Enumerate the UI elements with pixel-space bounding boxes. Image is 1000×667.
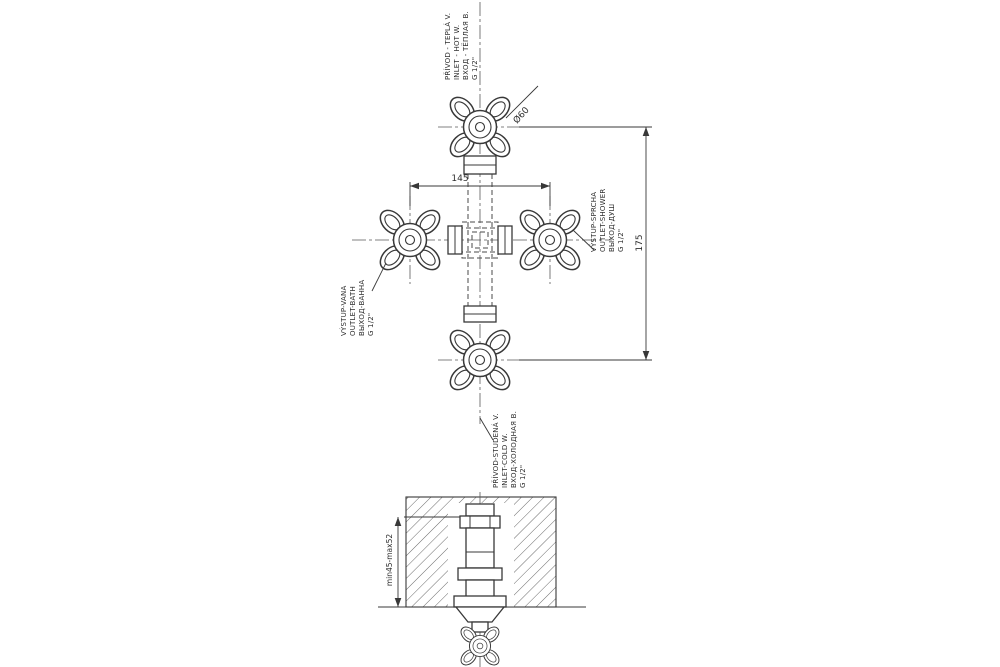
dimension-145-text: 145 <box>451 174 468 184</box>
label-line: OUTLET-SHOWER <box>599 189 607 252</box>
escutcheon <box>454 606 506 633</box>
dimension-port-spacing-vertical: 175 <box>519 126 652 361</box>
label-line: ВХОД-ХОЛОДНАЯ В. <box>510 411 518 488</box>
label-outlet-shower: VÝSTUP-SPRCHA OUTLET-SHOWER ВЫХОД-ДУШ G … <box>572 189 625 252</box>
label-line: G 1/2" <box>519 465 527 488</box>
label-line: VÝSTUP-VANA <box>339 286 348 336</box>
label-line: G 1/2" <box>367 313 375 336</box>
label-inlet-hot: PŘÍVOD - TEPLÁ V. INLET - HOT W. ВХОД - … <box>443 11 479 80</box>
label-line: ВХОД - ТЁПЛАЯ В. <box>461 11 470 80</box>
label-line: INLET-COLD W. <box>501 433 509 488</box>
label-inlet-cold: PŘÍVOD-STUDENÁ V. INLET-COLD W. ВХОД-ХОЛ… <box>479 411 527 488</box>
valve-body <box>447 155 513 323</box>
section-view: min45-max52 <box>378 492 586 667</box>
dimension-depth-text: min45-max52 <box>385 534 394 587</box>
label-outlet-bath: VÝSTUP-VANA OUTLET-BATH ВЫХОД-ВАННА G 1/… <box>339 262 387 336</box>
label-line: PŘÍVOD-STUDENÁ V. <box>491 413 500 488</box>
dimension-port-spacing-horizontal: 145 <box>409 174 551 206</box>
dimension-mounting-depth: min45-max52 <box>385 516 460 607</box>
label-line: PŘÍVOD - TEPLÁ V. <box>443 13 452 80</box>
valve-side-body <box>453 503 507 608</box>
dimension-handle-diameter: Ø60 <box>505 85 539 126</box>
label-line: ВЫХОД-ДУШ <box>608 204 616 252</box>
label-line: ВЫХОД-ВАННА <box>358 280 366 336</box>
dimension-diameter-text: Ø60 <box>511 105 532 126</box>
label-line: VÝSTUP-SPRCHA <box>589 192 598 252</box>
label-line: G 1/2" <box>617 229 625 252</box>
label-line: G 1/2" <box>471 57 479 80</box>
label-line: OUTLET-BATH <box>349 286 357 336</box>
dimension-175-text: 175 <box>635 234 645 251</box>
label-line: INLET - HOT W. <box>453 25 461 80</box>
